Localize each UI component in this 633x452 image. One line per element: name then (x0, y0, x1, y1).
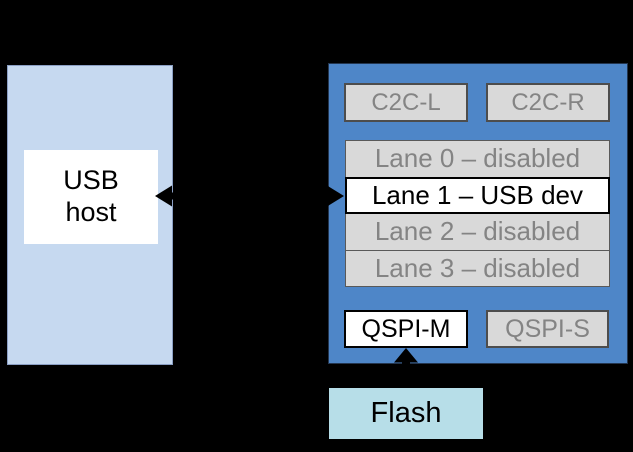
lane-2-label: Lane 2 – disabled (374, 216, 581, 247)
lane-3-label: Lane 3 – disabled (374, 252, 581, 283)
arrow-shaft (170, 192, 330, 200)
c2c-l-label: C2C-L (371, 88, 441, 116)
lane-2-row: Lane 2 – disabled (345, 213, 610, 251)
qspi-s-label: QSPI-S (505, 314, 590, 343)
device-panel: C2C-L C2C-R Lane 0 – disabled Lane 1 – U… (328, 63, 628, 364)
usb-host-panel: USB host (7, 65, 173, 365)
c2c-r-block: C2C-R (486, 83, 610, 122)
c2c-r-label: C2C-R (511, 88, 585, 116)
qspi-m-label: QSPI-M (361, 314, 451, 343)
host-device-bidirectional-arrow (155, 185, 344, 207)
flash-block: Flash (327, 386, 485, 441)
usb-host-label: USB host (63, 165, 119, 227)
lane-3-row: Lane 3 – disabled (345, 249, 610, 287)
usb-host-box: USB host (24, 150, 158, 244)
qspi-m-block: QSPI-M (344, 310, 468, 348)
lane-0-label: Lane 0 – disabled (374, 143, 581, 174)
lane-stack: Lane 0 – disabled Lane 1 – USB dev Lane … (345, 140, 610, 287)
lane-1-label: Lane 1 – USB dev (371, 179, 584, 210)
lane-0-row: Lane 0 – disabled (345, 140, 610, 178)
lane-1-row: Lane 1 – USB dev (345, 176, 610, 214)
c2c-l-block: C2C-L (344, 83, 468, 122)
qspi-s-block: QSPI-S (486, 310, 609, 348)
flash-label: Flash (370, 397, 442, 429)
arrow-shaft (402, 361, 410, 387)
